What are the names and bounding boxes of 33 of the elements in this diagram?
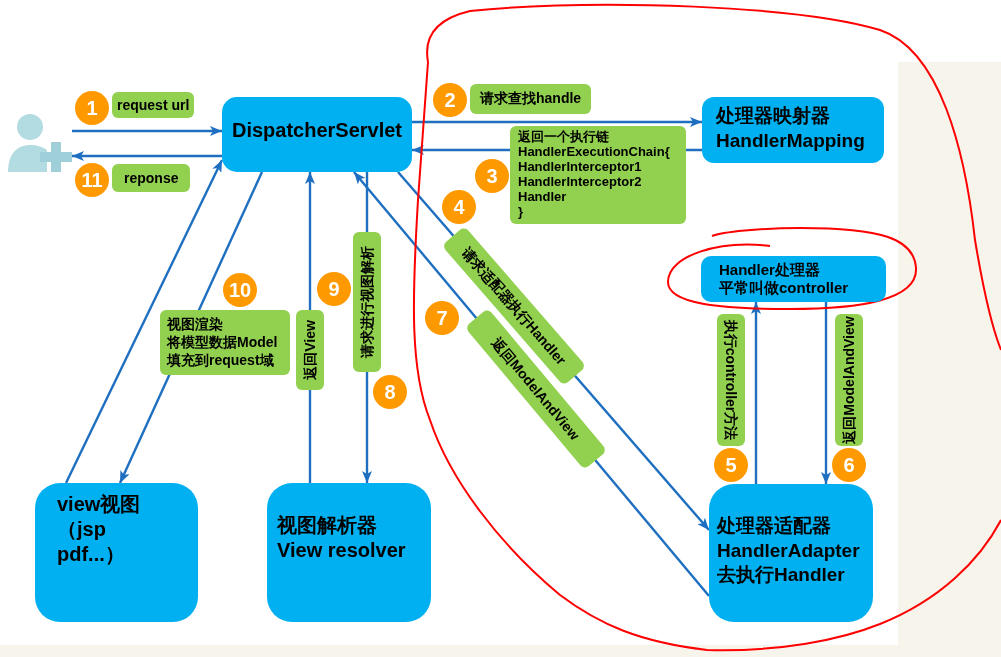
edge-label: request url bbox=[112, 92, 195, 118]
edge-label: 视图渲染将模型数据Model填充到request域 bbox=[160, 310, 290, 375]
callout-number: 3 bbox=[475, 159, 509, 193]
add-user-icon bbox=[8, 114, 72, 172]
callout-number: 8 bbox=[373, 375, 407, 409]
component-box: Handler处理器平常叫做controller bbox=[701, 256, 886, 302]
arrow bbox=[821, 302, 831, 484]
component-box: 视图解析器 View resolver bbox=[267, 483, 431, 622]
callout-number: 7 bbox=[425, 301, 459, 335]
arrow bbox=[72, 151, 222, 161]
edge-label: 请求进行视图解析 bbox=[353, 232, 381, 372]
callout-number: 9 bbox=[317, 272, 351, 306]
component-box: 处理器映射器 HandlerMapping bbox=[702, 97, 884, 163]
component-box: view视图（jsp pdf...） bbox=[35, 483, 198, 622]
callout-number: 11 bbox=[75, 163, 109, 197]
edge-label: 执行controller方法 bbox=[717, 314, 745, 446]
arrow bbox=[64, 159, 224, 484]
edge-label: 返回View bbox=[296, 310, 324, 390]
callout-number: 5 bbox=[714, 448, 748, 482]
callout-number: 6 bbox=[832, 448, 866, 482]
arrow bbox=[72, 126, 222, 136]
component-box: DispatcherServlet bbox=[222, 97, 412, 172]
component-box: 处理器适配器 HandlerAdapter 去执行Handler bbox=[709, 484, 873, 622]
edge-label: reponse bbox=[112, 164, 191, 192]
arrow bbox=[412, 117, 702, 127]
callout-number: 2 bbox=[433, 83, 467, 117]
edge-label: 返回ModelAndView bbox=[835, 314, 863, 446]
edge-label: 返回一个执行链 HandlerExecutionChain{ HandlerInterceptor1 HandlerInterceptor2 Handler } bbox=[510, 126, 686, 224]
callout-number: 4 bbox=[442, 190, 476, 224]
callout-number: 10 bbox=[223, 273, 257, 307]
edge-label: 请求查找handle bbox=[470, 84, 592, 114]
callout-number: 1 bbox=[75, 91, 109, 125]
arrow bbox=[751, 302, 761, 484]
